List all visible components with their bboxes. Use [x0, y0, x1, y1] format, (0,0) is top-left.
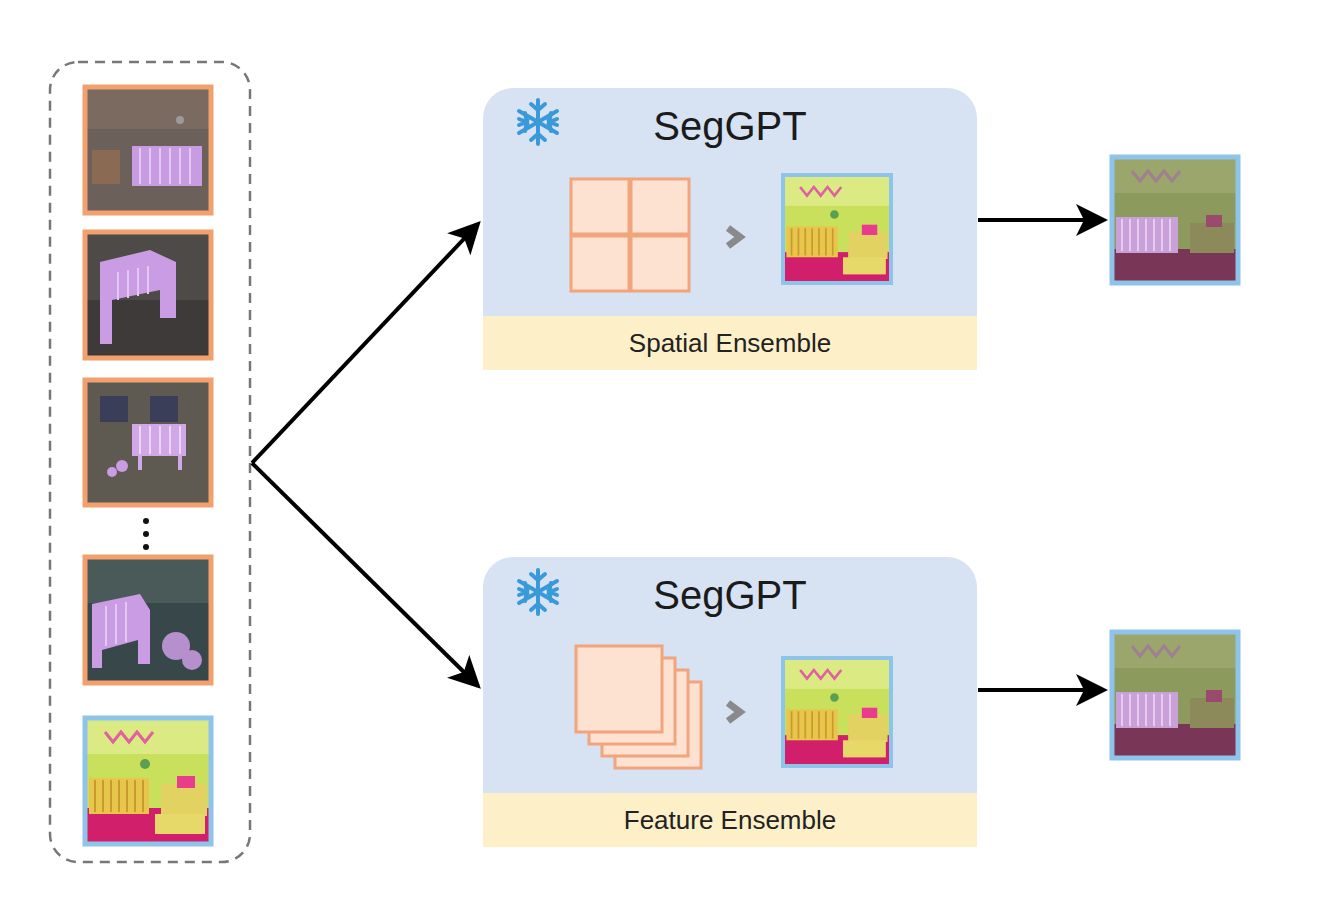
- output-mask: [1112, 157, 1238, 283]
- prompt-image: [85, 232, 211, 358]
- model-title: SegGPT: [483, 571, 977, 619]
- arrow: [978, 688, 1104, 692]
- prompt-image: [85, 380, 211, 505]
- ellipsis-dots: [143, 518, 149, 550]
- query-image: [783, 175, 891, 283]
- arrow: [252, 463, 478, 686]
- ensemble-band: Spatial Ensemble: [483, 316, 977, 370]
- arrow: [252, 224, 478, 463]
- query-image: [85, 718, 211, 844]
- arrow: [978, 218, 1104, 222]
- input-group: [50, 62, 250, 862]
- ensemble-label: Feature Ensemble: [483, 793, 977, 847]
- ensemble-label: Spatial Ensemble: [483, 316, 977, 370]
- prompt-image: [85, 87, 211, 213]
- spatial-grid: [571, 179, 689, 291]
- prompt-image: [85, 557, 211, 683]
- query-image: [783, 658, 891, 766]
- output-mask: [1112, 632, 1238, 758]
- model-title: SegGPT: [483, 102, 977, 150]
- ensemble-band: Feature Ensemble: [483, 793, 977, 847]
